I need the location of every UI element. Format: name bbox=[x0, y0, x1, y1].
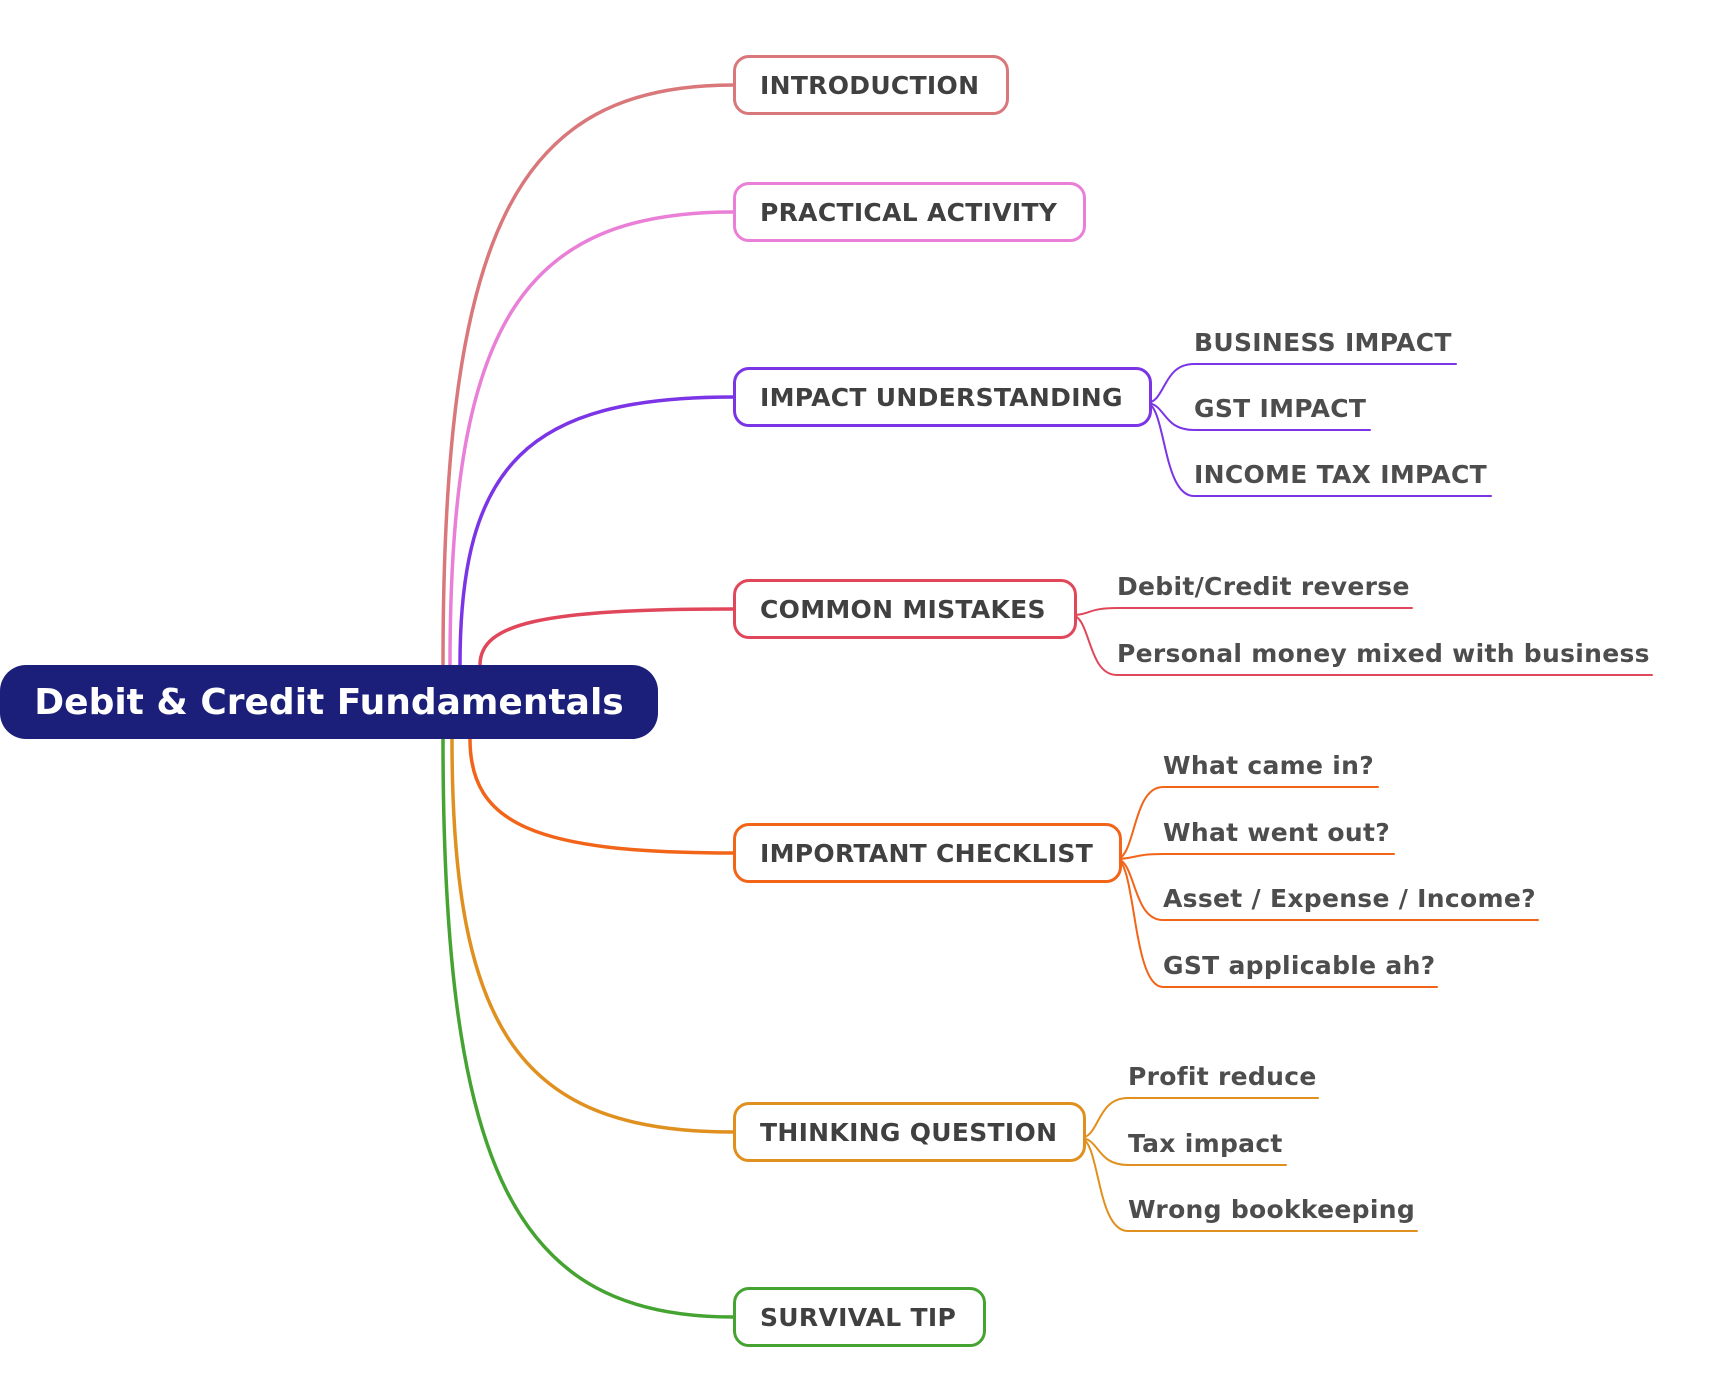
leaf-what-went-out: What went out? bbox=[1163, 818, 1391, 847]
branch-label: PRACTICAL ACTIVITY bbox=[760, 197, 1058, 227]
branch-common-mistakes: COMMON MISTAKES bbox=[733, 579, 1077, 639]
leaf-wrong-bookkeeping: Wrong bookkeeping bbox=[1128, 1195, 1416, 1224]
branch-label: SURVIVAL TIP bbox=[760, 1302, 957, 1332]
root-label: Debit & Credit Fundamentals bbox=[34, 681, 624, 723]
connector-common-mistakes bbox=[478, 607, 735, 667]
leaf-connector-thinking-question-0 bbox=[1079, 1097, 1319, 1139]
branch-survival-tip: SURVIVAL TIP bbox=[733, 1287, 986, 1347]
leaf-connector-important-checklist-0 bbox=[1115, 786, 1379, 860]
leaf-business-impact: BUSINESS IMPACT bbox=[1194, 328, 1452, 357]
leaf-what-came-in: What came in? bbox=[1163, 751, 1375, 780]
branch-introduction: INTRODUCTION bbox=[733, 55, 1009, 115]
leaf-debit-credit-reverse: Debit/Credit reverse bbox=[1117, 572, 1410, 601]
branch-important-checklist: IMPORTANT CHECKLIST bbox=[733, 823, 1122, 883]
leaf-gst-impact: GST IMPACT bbox=[1194, 394, 1367, 423]
leaf-connector-impact-understanding-0 bbox=[1145, 363, 1457, 404]
connector-practical-activity bbox=[448, 210, 735, 667]
leaf-tax-impact: Tax impact bbox=[1128, 1129, 1283, 1158]
leaf-connector-impact-understanding-2 bbox=[1145, 402, 1492, 497]
connector-important-checklist bbox=[468, 737, 735, 855]
leaf-gst-applicable: GST applicable ah? bbox=[1163, 951, 1436, 980]
leaf-connector-thinking-question-2 bbox=[1079, 1137, 1418, 1232]
leaf-connector-important-checklist-3 bbox=[1115, 858, 1438, 988]
leaf-connector-important-checklist-1 bbox=[1115, 853, 1395, 860]
branch-label: INTRODUCTION bbox=[760, 70, 980, 100]
leaf-income-tax-impact: INCOME TAX IMPACT bbox=[1194, 460, 1487, 489]
connector-thinking-question bbox=[450, 737, 735, 1134]
branch-practical-activity: PRACTICAL ACTIVITY bbox=[733, 182, 1086, 242]
leaf-connector-common-mistakes-0 bbox=[1070, 607, 1413, 616]
leaf-profit-reduce: Profit reduce bbox=[1128, 1062, 1317, 1091]
connector-impact-understanding bbox=[458, 395, 735, 667]
branch-thinking-question: THINKING QUESTION bbox=[733, 1102, 1086, 1162]
leaf-connector-important-checklist-2 bbox=[1115, 858, 1539, 921]
branch-label: IMPORTANT CHECKLIST bbox=[760, 838, 1094, 868]
branch-label: THINKING QUESTION bbox=[760, 1117, 1058, 1147]
leaf-personal-money-mixed: Personal money mixed with business bbox=[1117, 639, 1650, 668]
leaf-connector-common-mistakes-1 bbox=[1070, 614, 1653, 676]
branch-impact-understanding: IMPACT UNDERSTANDING bbox=[733, 367, 1152, 427]
branch-label: COMMON MISTAKES bbox=[760, 594, 1046, 624]
connector-survival-tip bbox=[441, 737, 735, 1319]
leaf-asset-expense-income: Asset / Expense / Income? bbox=[1163, 884, 1536, 913]
root-node: Debit & Credit Fundamentals bbox=[0, 665, 658, 739]
connector-introduction bbox=[441, 83, 735, 667]
branch-label: IMPACT UNDERSTANDING bbox=[760, 382, 1123, 412]
